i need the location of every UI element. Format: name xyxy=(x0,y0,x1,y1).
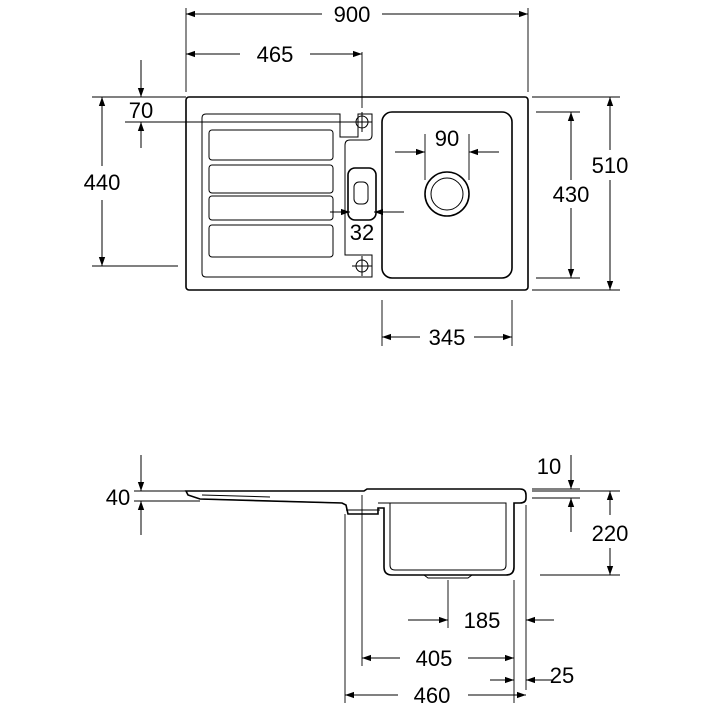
side-view: 40 10 220 185 405 25 460 xyxy=(106,454,629,708)
waste-outlet-section xyxy=(423,574,473,579)
dim-bowl-inner-width: 405 xyxy=(416,646,453,671)
drainer-groove-4 xyxy=(208,224,334,258)
dim-drainer-length: 440 xyxy=(84,170,121,195)
tap-hole-top xyxy=(352,112,372,132)
overflow-slot-inner xyxy=(353,181,369,205)
drainer-area xyxy=(201,113,373,278)
dim-bowl-width: 345 xyxy=(429,325,466,350)
dim-overflow-width: 32 xyxy=(350,220,374,245)
dim-overall-width: 900 xyxy=(334,2,371,27)
sink-outline xyxy=(185,96,529,291)
dim-rear-margin: 25 xyxy=(550,663,574,688)
dim-drainer-to-tap: 465 xyxy=(257,42,294,67)
tap-hole-bottom xyxy=(352,256,372,276)
drainer-groove-2 xyxy=(208,164,334,194)
dim-bowl-depth: 220 xyxy=(592,521,629,546)
dim-bowl-outer-width: 460 xyxy=(414,683,451,708)
overflow-slot xyxy=(347,167,377,221)
drainer-groove-3 xyxy=(208,195,334,221)
dim-waste-offset: 185 xyxy=(464,608,501,633)
dim-rim-step: 10 xyxy=(537,454,561,479)
bowl-inner-wall xyxy=(378,502,507,571)
waste-outlet-inner xyxy=(430,177,464,211)
drainer-groove-1 xyxy=(208,129,334,161)
dim-waste-diameter: 90 xyxy=(435,126,459,151)
dim-rim-height: 40 xyxy=(106,485,130,510)
waste-outlet-outer xyxy=(424,171,470,217)
dim-tap-offset: 70 xyxy=(129,98,153,123)
sink-section xyxy=(184,488,527,576)
dim-overall-depth: 510 xyxy=(592,153,629,178)
dim-bowl-length: 430 xyxy=(553,182,590,207)
top-view: 900 465 70 440 90 32 430 xyxy=(84,2,629,350)
bowl-outline xyxy=(381,111,513,279)
